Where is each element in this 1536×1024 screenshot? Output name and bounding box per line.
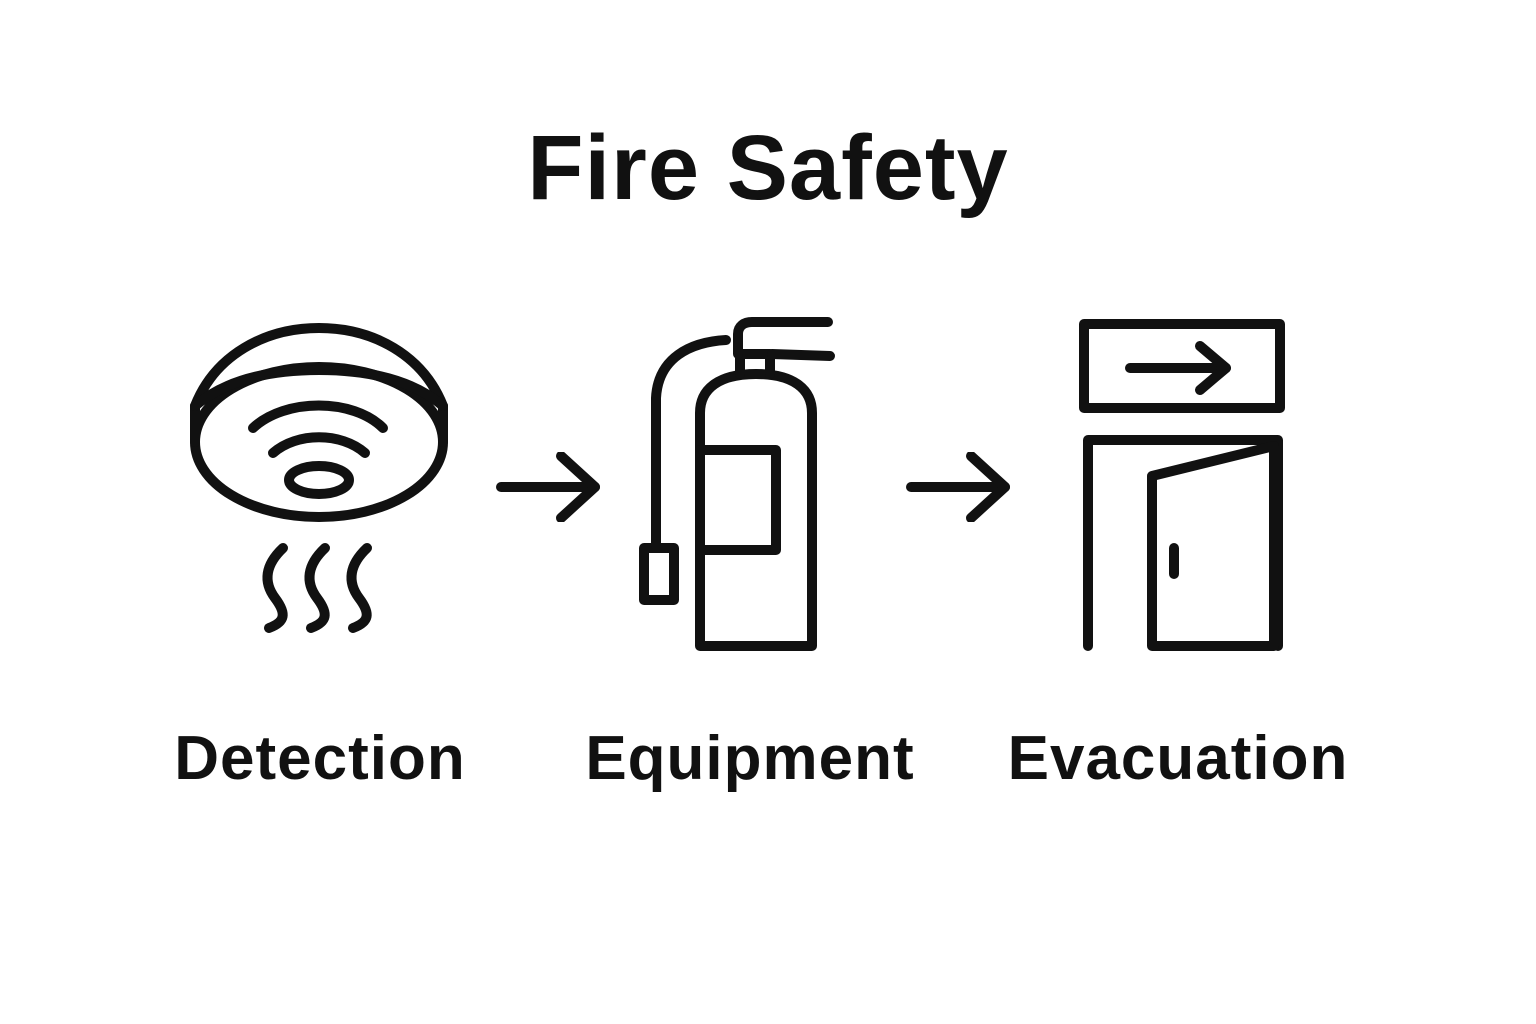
diagram-title: Fire Safety bbox=[527, 117, 1009, 219]
step-label-detection: Detection bbox=[174, 724, 466, 793]
exit-door-icon bbox=[1078, 318, 1288, 658]
step-label-evacuation: Evacuation bbox=[1007, 724, 1349, 793]
smoke-detector-icon bbox=[185, 320, 455, 640]
arrow-right-icon bbox=[905, 451, 1015, 527]
arrow-right-icon bbox=[495, 451, 605, 527]
fire-extinguisher-icon bbox=[639, 317, 840, 658]
step-label-equipment: Equipment bbox=[585, 724, 915, 793]
